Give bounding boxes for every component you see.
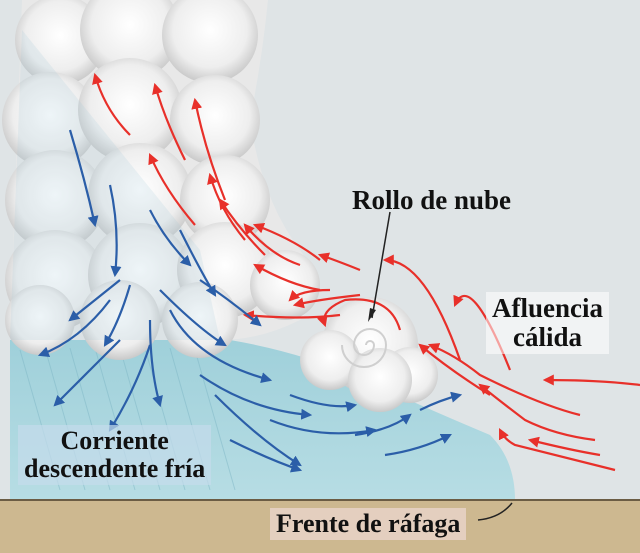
cold-downdraft-label-line1: Corriente [24, 427, 205, 455]
warm-inflow-label-line1: Afluencia [492, 294, 603, 323]
cold-downdraft-label: Corriente descendente fría [18, 425, 211, 485]
cold-downdraft-label-line2: descendente fría [24, 455, 205, 483]
warm-inflow-label: Afluencia cálida [486, 292, 609, 354]
warm-inflow-label-line2: cálida [492, 323, 603, 352]
gust-front-label: Frente de ráfaga [270, 508, 466, 540]
roll-cloud-label: Rollo de nube [352, 186, 511, 215]
